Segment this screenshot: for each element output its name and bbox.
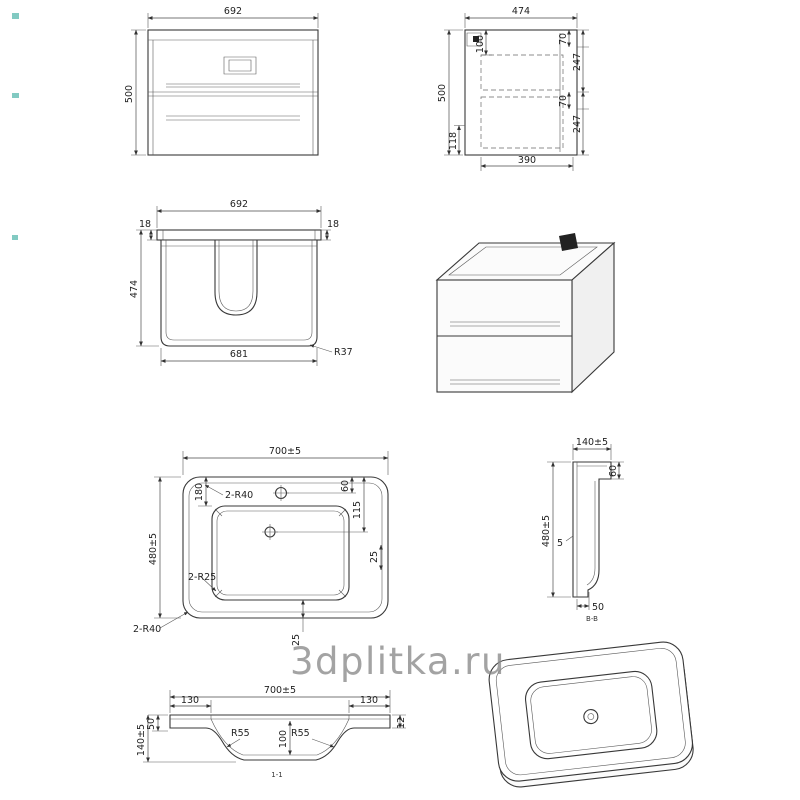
- cabinet-front-details: [148, 39, 318, 155]
- ext-lines: [131, 13, 319, 156]
- sink-top-outline: [182, 476, 389, 619]
- dim-2r40-top-label: 2-R40: [225, 490, 253, 501]
- dim-247-lower-label: 247: [572, 115, 583, 133]
- faucet-centerlines: [273, 485, 289, 501]
- dim-692-label: 692: [230, 199, 248, 210]
- sink-front-outline: [169, 714, 391, 761]
- radius-leader-basin: [199, 575, 217, 592]
- watermark-text: 3dplitka.ru: [290, 640, 506, 683]
- view-cabinet-3d: [435, 233, 616, 394]
- drain-centerlines: [262, 524, 278, 540]
- dim-50-label: 50: [146, 718, 157, 730]
- dim-60-label: 60: [608, 465, 619, 477]
- basin-outline: [211, 505, 350, 601]
- dim-474-label: 474: [129, 280, 140, 298]
- bracket-block: [473, 36, 479, 42]
- dim-18-right-label: 18: [327, 219, 339, 230]
- dim-180-label: 180: [194, 483, 205, 501]
- dim-140-label: 140±5: [576, 437, 608, 448]
- dim-692-label: 692: [224, 6, 242, 17]
- dim-18-left-label: 18: [139, 219, 151, 230]
- rail-ticks: [162, 230, 316, 240]
- sink-3d-basin-inner: [530, 676, 652, 754]
- sink-front-inner: [170, 715, 390, 756]
- dim-2r40-front-label: 2-R40: [133, 624, 161, 635]
- view-cabinet-side: 474 500 100 118 70 247 70 247 390: [437, 6, 589, 171]
- top-rail: [156, 229, 322, 241]
- cabinet-front-center-cutout: [223, 56, 257, 75]
- dim-474-label: 474: [512, 6, 530, 17]
- dim-700-label: 700±5: [264, 685, 296, 696]
- sink-side-inner: [576, 462, 607, 597]
- dim-70-mid-label: 70: [558, 95, 569, 107]
- sink-3d-top: [488, 641, 693, 782]
- dim-130-left-label: 130: [181, 695, 199, 706]
- dim-247-upper-label: 247: [572, 53, 583, 71]
- sink-3d-drain-inner: [587, 713, 595, 720]
- scan-artifact-mark: [12, 93, 19, 98]
- dim-500-label: 500: [124, 85, 135, 103]
- dim-115-label: 115: [352, 501, 363, 519]
- cabinet-top-body: [160, 239, 318, 347]
- drawer-hidden-lines: [480, 54, 564, 149]
- dim-130-right-label: 130: [360, 695, 378, 706]
- cabinet-top-inner: [161, 240, 317, 341]
- dim-12-label: 12: [396, 717, 407, 729]
- dim-r37-label: R37: [334, 347, 353, 358]
- basin-corner-ticks: [214, 508, 347, 598]
- view-sink-side-section: 140±5 60 480±5 5 50 B-B: [541, 437, 624, 623]
- view-cabinet-front: 692 500: [124, 6, 319, 156]
- handle-grooves: [450, 321, 560, 385]
- view-cabinet-top: 692 18 18 474 681 R37: [129, 199, 353, 366]
- basin-inner: [216, 510, 345, 596]
- radius-leader-left: [226, 738, 241, 748]
- cabinet-3d-top-rim: [448, 246, 598, 276]
- basin-u-outline: [214, 240, 258, 316]
- radius-leader: [309, 344, 333, 353]
- dim-681-label: 681: [230, 349, 248, 360]
- dim-2r25-label: 2-R25: [188, 572, 216, 583]
- dim-700-label: 700±5: [269, 446, 301, 457]
- sink-3d-rim: [495, 647, 686, 776]
- sink-side-outline: [572, 461, 612, 598]
- dim-140-label: 140±5: [136, 724, 147, 756]
- dim-118-label: 118: [448, 132, 459, 150]
- view-sink-top: 700±5 180 2-R40 60 115 480±5 25 2-R25 2-…: [133, 446, 389, 646]
- dim-480-label: 480±5: [148, 533, 159, 565]
- dim-r55-right-label: R55: [291, 728, 310, 739]
- scan-artifact-mark: [12, 13, 19, 19]
- dim-r55-left-label: R55: [231, 728, 250, 739]
- view-sink-3d: [488, 641, 694, 788]
- dim-100-label: 100: [278, 730, 289, 748]
- sink-3d-basin: [524, 670, 658, 760]
- radius-leader-top: [204, 484, 224, 496]
- dim-50-label: 50: [592, 602, 604, 613]
- view-sink-front-section: 700±5 130 130 R55 R55 50 140±5 100 12 1-…: [136, 685, 407, 779]
- dim-480-label: 480±5: [541, 515, 552, 547]
- cabinet-side-outline: [464, 29, 578, 156]
- scan-artifact-mark: [12, 235, 18, 240]
- cabinet-side-bracket: [466, 32, 561, 152]
- section-label-bb: B-B: [586, 615, 598, 623]
- radius-leader-right: [311, 738, 335, 748]
- section-label-11: 1-1: [271, 771, 282, 779]
- dim-390-label: 390: [518, 155, 536, 166]
- radius-leader-front: [159, 611, 189, 629]
- basin-u-inner: [218, 240, 254, 312]
- dim-5-label: 5: [557, 538, 563, 549]
- dim-70-top-label: 70: [558, 33, 569, 45]
- sink-3d-drain: [583, 709, 599, 725]
- dim-25-front-label: 25: [291, 634, 302, 646]
- dim-25-right-label: 25: [369, 551, 380, 563]
- mounting-bracket: [559, 233, 578, 251]
- dim-60-label: 60: [340, 480, 351, 492]
- dim-500-label: 500: [437, 84, 448, 102]
- cabinet-front-outline: [147, 29, 319, 156]
- dim-100-label: 100: [475, 35, 486, 53]
